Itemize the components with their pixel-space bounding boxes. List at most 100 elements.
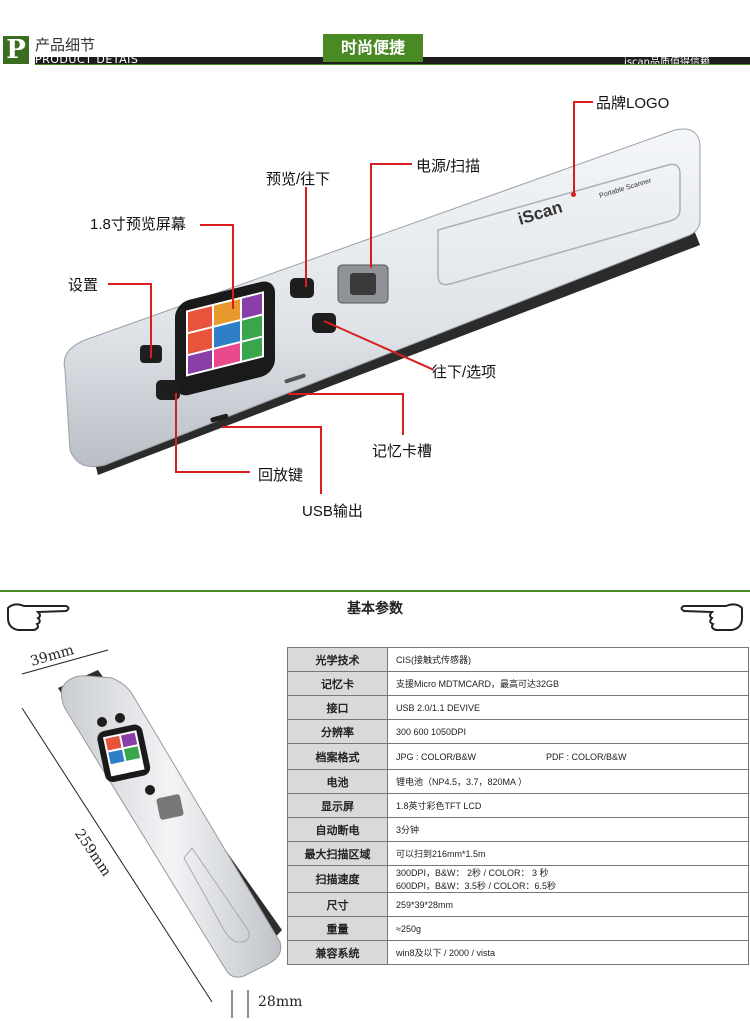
spec-value: win8及以下 / 2000 / vista: [387, 940, 749, 965]
header-underline: [35, 64, 750, 65]
spec-value: USB 2.0/1.1 DEVIVE: [387, 695, 749, 720]
leader-settings-h: [108, 283, 152, 285]
leader-playback-h: [175, 471, 250, 473]
spec-value-text: CIS(接触式传感器): [396, 655, 471, 665]
spec-value: 可以扫到216mm*1.5m: [387, 841, 749, 866]
table-row: 自动断电 3分钟: [287, 817, 749, 842]
table-row: 电池锂电池（NP4.5，3.7，820MA ）: [287, 769, 749, 794]
callout-memory-slot: 记忆卡槽: [372, 443, 433, 460]
table-row: 扫描速度 300DPI，B&W： 2秒 / COLOR： 3 秒 600DPI，B&…: [287, 865, 749, 893]
spec-key: 自动断电: [287, 817, 388, 842]
spec-value-text: 300DPI，B&W： 2秒 / COLOR： 3 秒: [396, 868, 549, 878]
callout-power-scan: 电源/扫描: [416, 158, 481, 175]
callout-settings: 设置: [68, 277, 99, 294]
leader-memory-h: [288, 393, 403, 395]
spec-value: 支援Micro MDTMCARD，最高可达32GB: [387, 671, 749, 696]
spec-value: CIS(接触式传感器): [387, 647, 749, 672]
spec-value: 1.8英寸彩色TFT LCD: [387, 793, 749, 818]
spec-value-text: win8及以下 / 2000 / vista: [396, 948, 496, 958]
spec-key: 重量: [287, 916, 388, 941]
pointing-hand-left-icon: [680, 603, 743, 631]
scanner-dimension-illustration: [21, 649, 282, 1018]
scanner-body-2: [61, 675, 282, 978]
leader-settings-v: [150, 283, 152, 358]
leader-logo-v: [573, 101, 575, 194]
spec-value-text: JPG : COLOR/B&W: [396, 751, 477, 762]
leader-screen-v: [232, 224, 234, 309]
spec-key: 电池: [287, 769, 388, 794]
callout-usb-output: USB输出: [302, 503, 363, 520]
spec-value-text: 300 600 1050DPI: [396, 726, 467, 737]
playback-button: [156, 380, 180, 400]
callout-down-options: 往下/选项: [432, 364, 497, 381]
table-row: 最大扫描区域可以扫到216mm*1.5m: [287, 841, 749, 866]
spec-value-text: ≈250g: [396, 923, 421, 934]
spec-value-text: 可以扫到216mm*1.5m: [396, 849, 486, 859]
spec-value-text: 3分钟: [396, 825, 420, 835]
spec-key: 档案格式: [287, 743, 388, 770]
spec-value: JPG : COLOR/B&W PDF : COLOR/B&W: [387, 743, 749, 770]
spec-key: 扫描速度: [287, 865, 388, 893]
pointing-hand-right-icon: [7, 603, 70, 631]
spec-key: 光学技术: [287, 647, 388, 672]
header-slogan: iscan品质值得信赖: [624, 57, 710, 68]
leader-memory-v: [402, 393, 404, 435]
table-row: 尺寸 259*39*28mm: [287, 892, 749, 917]
table-row: 兼容系统 win8及以下 / 2000 / vista: [287, 940, 749, 965]
product-details-header: P 产品细节 PRODUCT DETAIS 时尚便捷 iscan品质值得信赖: [0, 34, 750, 68]
scan-window: [437, 163, 681, 286]
preview-button: [290, 278, 314, 298]
spec-key: 接口: [287, 695, 388, 720]
spec-value: 259*39*28mm: [387, 892, 749, 917]
spec-value: ≈250g: [387, 916, 749, 941]
leader-playback-v: [175, 393, 177, 473]
leader-screen-h: [200, 224, 234, 226]
callout-brand-logo: 品牌LOGO: [596, 95, 670, 112]
scanner-illustration: iScan Portable Scanner: [63, 128, 701, 475]
callout-preview-screen: 1.8寸预览屏幕: [90, 216, 186, 233]
callout-playback: 回放键: [258, 467, 304, 484]
spec-value: 3分钟: [387, 817, 749, 842]
spec-key: 尺寸: [287, 892, 388, 917]
spec-value: 300DPI，B&W： 2秒 / COLOR： 3 秒 600DPI，B&W：3.…: [387, 865, 749, 893]
leader-usb-h: [222, 426, 322, 428]
header-bar: [158, 57, 750, 64]
spec-value-text: 259*39*28mm: [396, 899, 454, 910]
leader-power-v: [370, 163, 372, 268]
section-title-en: PRODUCT DETAIS: [35, 53, 139, 66]
spec-key: 分辨率: [287, 719, 388, 744]
spec-value-text: 支援Micro MDTMCARD，最高可达32GB: [396, 679, 560, 689]
spec-value: 锂电池（NP4.5，3.7，820MA ）: [387, 769, 749, 794]
spec-value-text-2: 600DPI，B&W：3.5秒 / COLOR：6.5秒: [396, 881, 557, 891]
spec-key: 最大扫描区域: [287, 841, 388, 866]
leader-logo-h: [573, 101, 593, 103]
header-bar-left: [35, 57, 158, 64]
spec-value-text: 锂电池（NP4.5，3.7，820MA ）: [396, 777, 528, 787]
tagline-tag: 时尚便捷: [323, 34, 423, 62]
memory-slot: [284, 373, 306, 384]
spec-key: 显示屏: [287, 793, 388, 818]
callout-preview-down: 预览/往下: [266, 171, 331, 188]
section-title-cn: 产品细节: [35, 36, 96, 54]
spec-value: 300 600 1050DPI: [387, 719, 749, 744]
spec-value-text-2: PDF : COLOR/B&W: [546, 751, 627, 762]
leader-logo-dot: [571, 192, 576, 197]
section-badge: P: [3, 36, 29, 64]
leader-preview-v: [305, 187, 307, 287]
usb-port: [210, 413, 229, 423]
section-divider: [0, 590, 750, 592]
table-row: 重量 ≈250g: [287, 916, 749, 941]
leader-power-h: [370, 163, 412, 165]
table-row: 光学技术 CIS(接触式传感器): [287, 647, 749, 672]
params-title: 基本参数: [347, 601, 403, 617]
spec-key: 兼容系统: [287, 940, 388, 965]
spec-key: 记忆卡: [287, 671, 388, 696]
dimension-depth: 28mm: [258, 994, 303, 1010]
table-row: 分辨率 300 600 1050DPI: [287, 719, 749, 744]
leader-usb-v: [320, 426, 322, 494]
table-row: 档案格式 JPG : COLOR/B&W PDF : COLOR/B&W: [287, 743, 749, 770]
table-row: 记忆卡支援Micro MDTMCARD，最高可达32GB: [287, 671, 749, 696]
down-button: [312, 313, 336, 333]
